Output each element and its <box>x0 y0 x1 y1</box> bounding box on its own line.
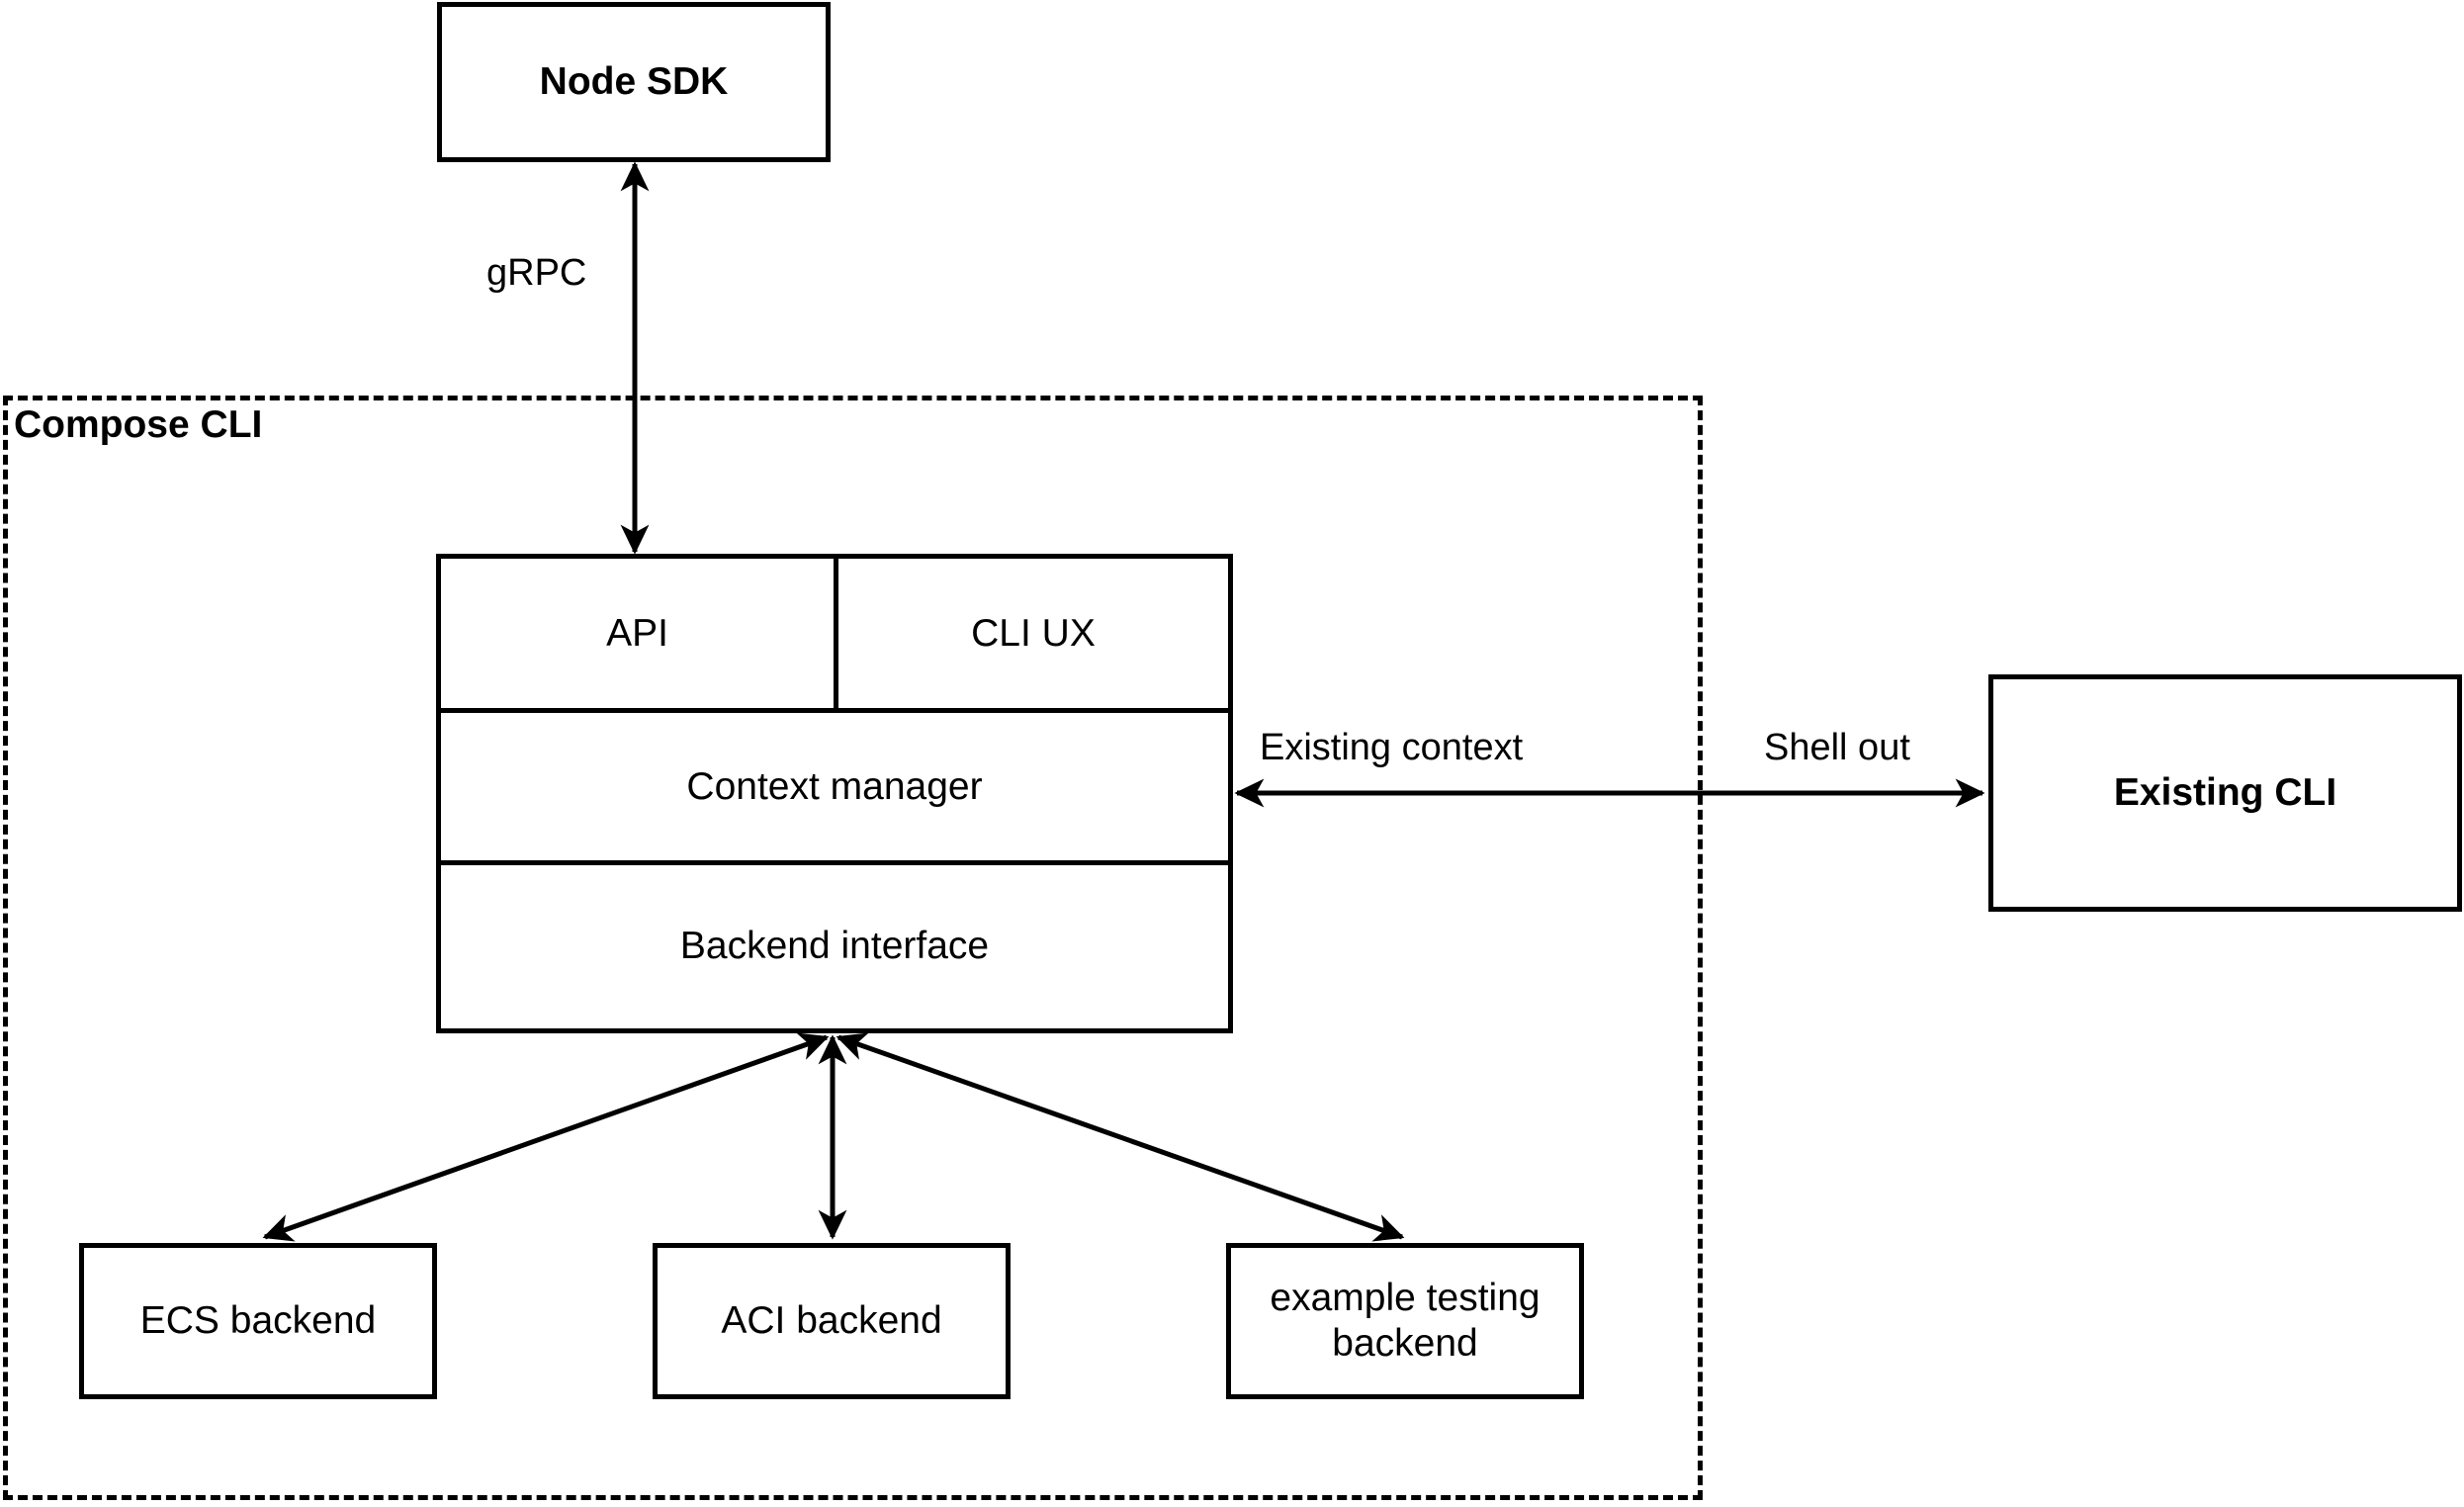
node-sdk-box: Node SDK <box>437 2 831 162</box>
node-sdk-label: Node SDK <box>539 59 729 103</box>
context-manager-label: Context manager <box>686 764 983 808</box>
compose-cli-label: Compose CLI <box>14 403 263 446</box>
stack-row-api-cliux: API CLI UX <box>441 559 1228 714</box>
backend-interface-cell: Backend interface <box>441 865 1228 1028</box>
existing-cli-label: Existing CLI <box>2113 770 2337 814</box>
aci-backend-box: ACI backend <box>653 1243 1011 1399</box>
example-testing-backend-label: example testing backend <box>1270 1276 1540 1365</box>
edge-label-shell-out: Shell out <box>1764 727 1910 768</box>
api-label: API <box>606 611 668 655</box>
core-stack-box: API CLI UX Context manager Backend inter… <box>436 554 1233 1033</box>
ecs-backend-box: ECS backend <box>79 1243 437 1399</box>
backend-interface-label: Backend interface <box>679 925 990 968</box>
example-testing-backend-box: example testing backend <box>1226 1243 1584 1399</box>
existing-cli-box: Existing CLI <box>1988 674 2462 912</box>
cli-ux-label: CLI UX <box>971 611 1096 655</box>
context-manager-cell: Context manager <box>441 713 1228 865</box>
ecs-backend-label: ECS backend <box>139 1298 377 1342</box>
aci-backend-label: ACI backend <box>721 1298 942 1342</box>
cli-ux-cell: CLI UX <box>838 559 1228 708</box>
edge-label-grpc: gRPC <box>486 252 587 294</box>
api-cell: API <box>441 559 838 709</box>
compose-cli-boundary <box>3 396 1703 1500</box>
edge-label-existing-context: Existing context <box>1260 727 1524 768</box>
